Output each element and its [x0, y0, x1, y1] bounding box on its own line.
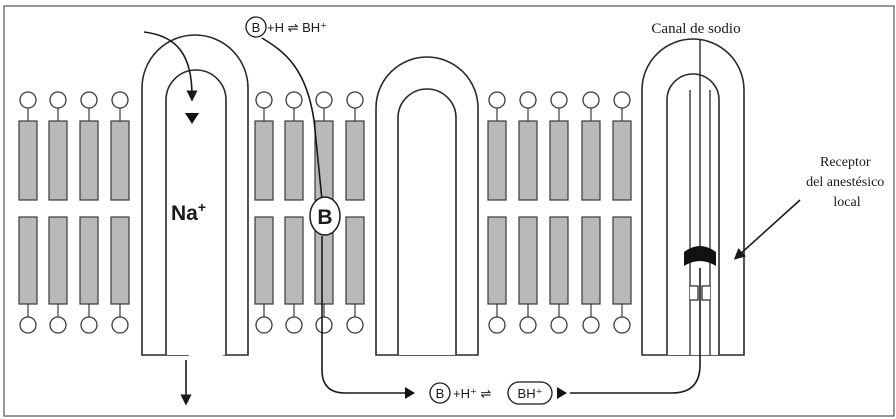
top-equilibrium-equation: B +H ⇌ BH⁺ — [246, 17, 327, 37]
phospholipid — [19, 92, 37, 333]
svg-text:BH⁺: BH⁺ — [518, 386, 543, 401]
receptor-label: Receptor del anestésico local — [806, 155, 888, 210]
svg-text:B: B — [252, 20, 261, 35]
phospholipid — [346, 92, 364, 333]
phospholipid — [255, 92, 273, 333]
svg-text:B: B — [436, 386, 445, 401]
phospholipid — [488, 92, 506, 333]
phospholipid — [550, 92, 568, 333]
sodium-channel-label: Canal de sodio — [651, 21, 740, 37]
phospholipid — [111, 92, 129, 333]
phospholipid — [49, 92, 67, 333]
receptor-pointer — [738, 200, 800, 256]
sodium-channel-open — [142, 35, 248, 355]
sodium-channel-middle — [376, 57, 478, 355]
bottom-equilibrium-equation: B +H⁺ ⇌ BH⁺ — [430, 382, 567, 404]
sodium-channel-with-receptor — [642, 39, 744, 355]
svg-text:B: B — [317, 206, 332, 229]
svg-text:+H ⇌ BH⁺: +H ⇌ BH⁺ — [267, 20, 327, 35]
svg-text:+H⁺ ⇌: +H⁺ ⇌ — [453, 386, 491, 401]
phospholipid — [519, 92, 537, 333]
phospholipid — [285, 92, 303, 333]
phospholipid — [80, 92, 98, 333]
phospholipid — [582, 92, 600, 333]
base-in-membrane: B — [310, 197, 340, 235]
phospholipid — [613, 92, 631, 333]
